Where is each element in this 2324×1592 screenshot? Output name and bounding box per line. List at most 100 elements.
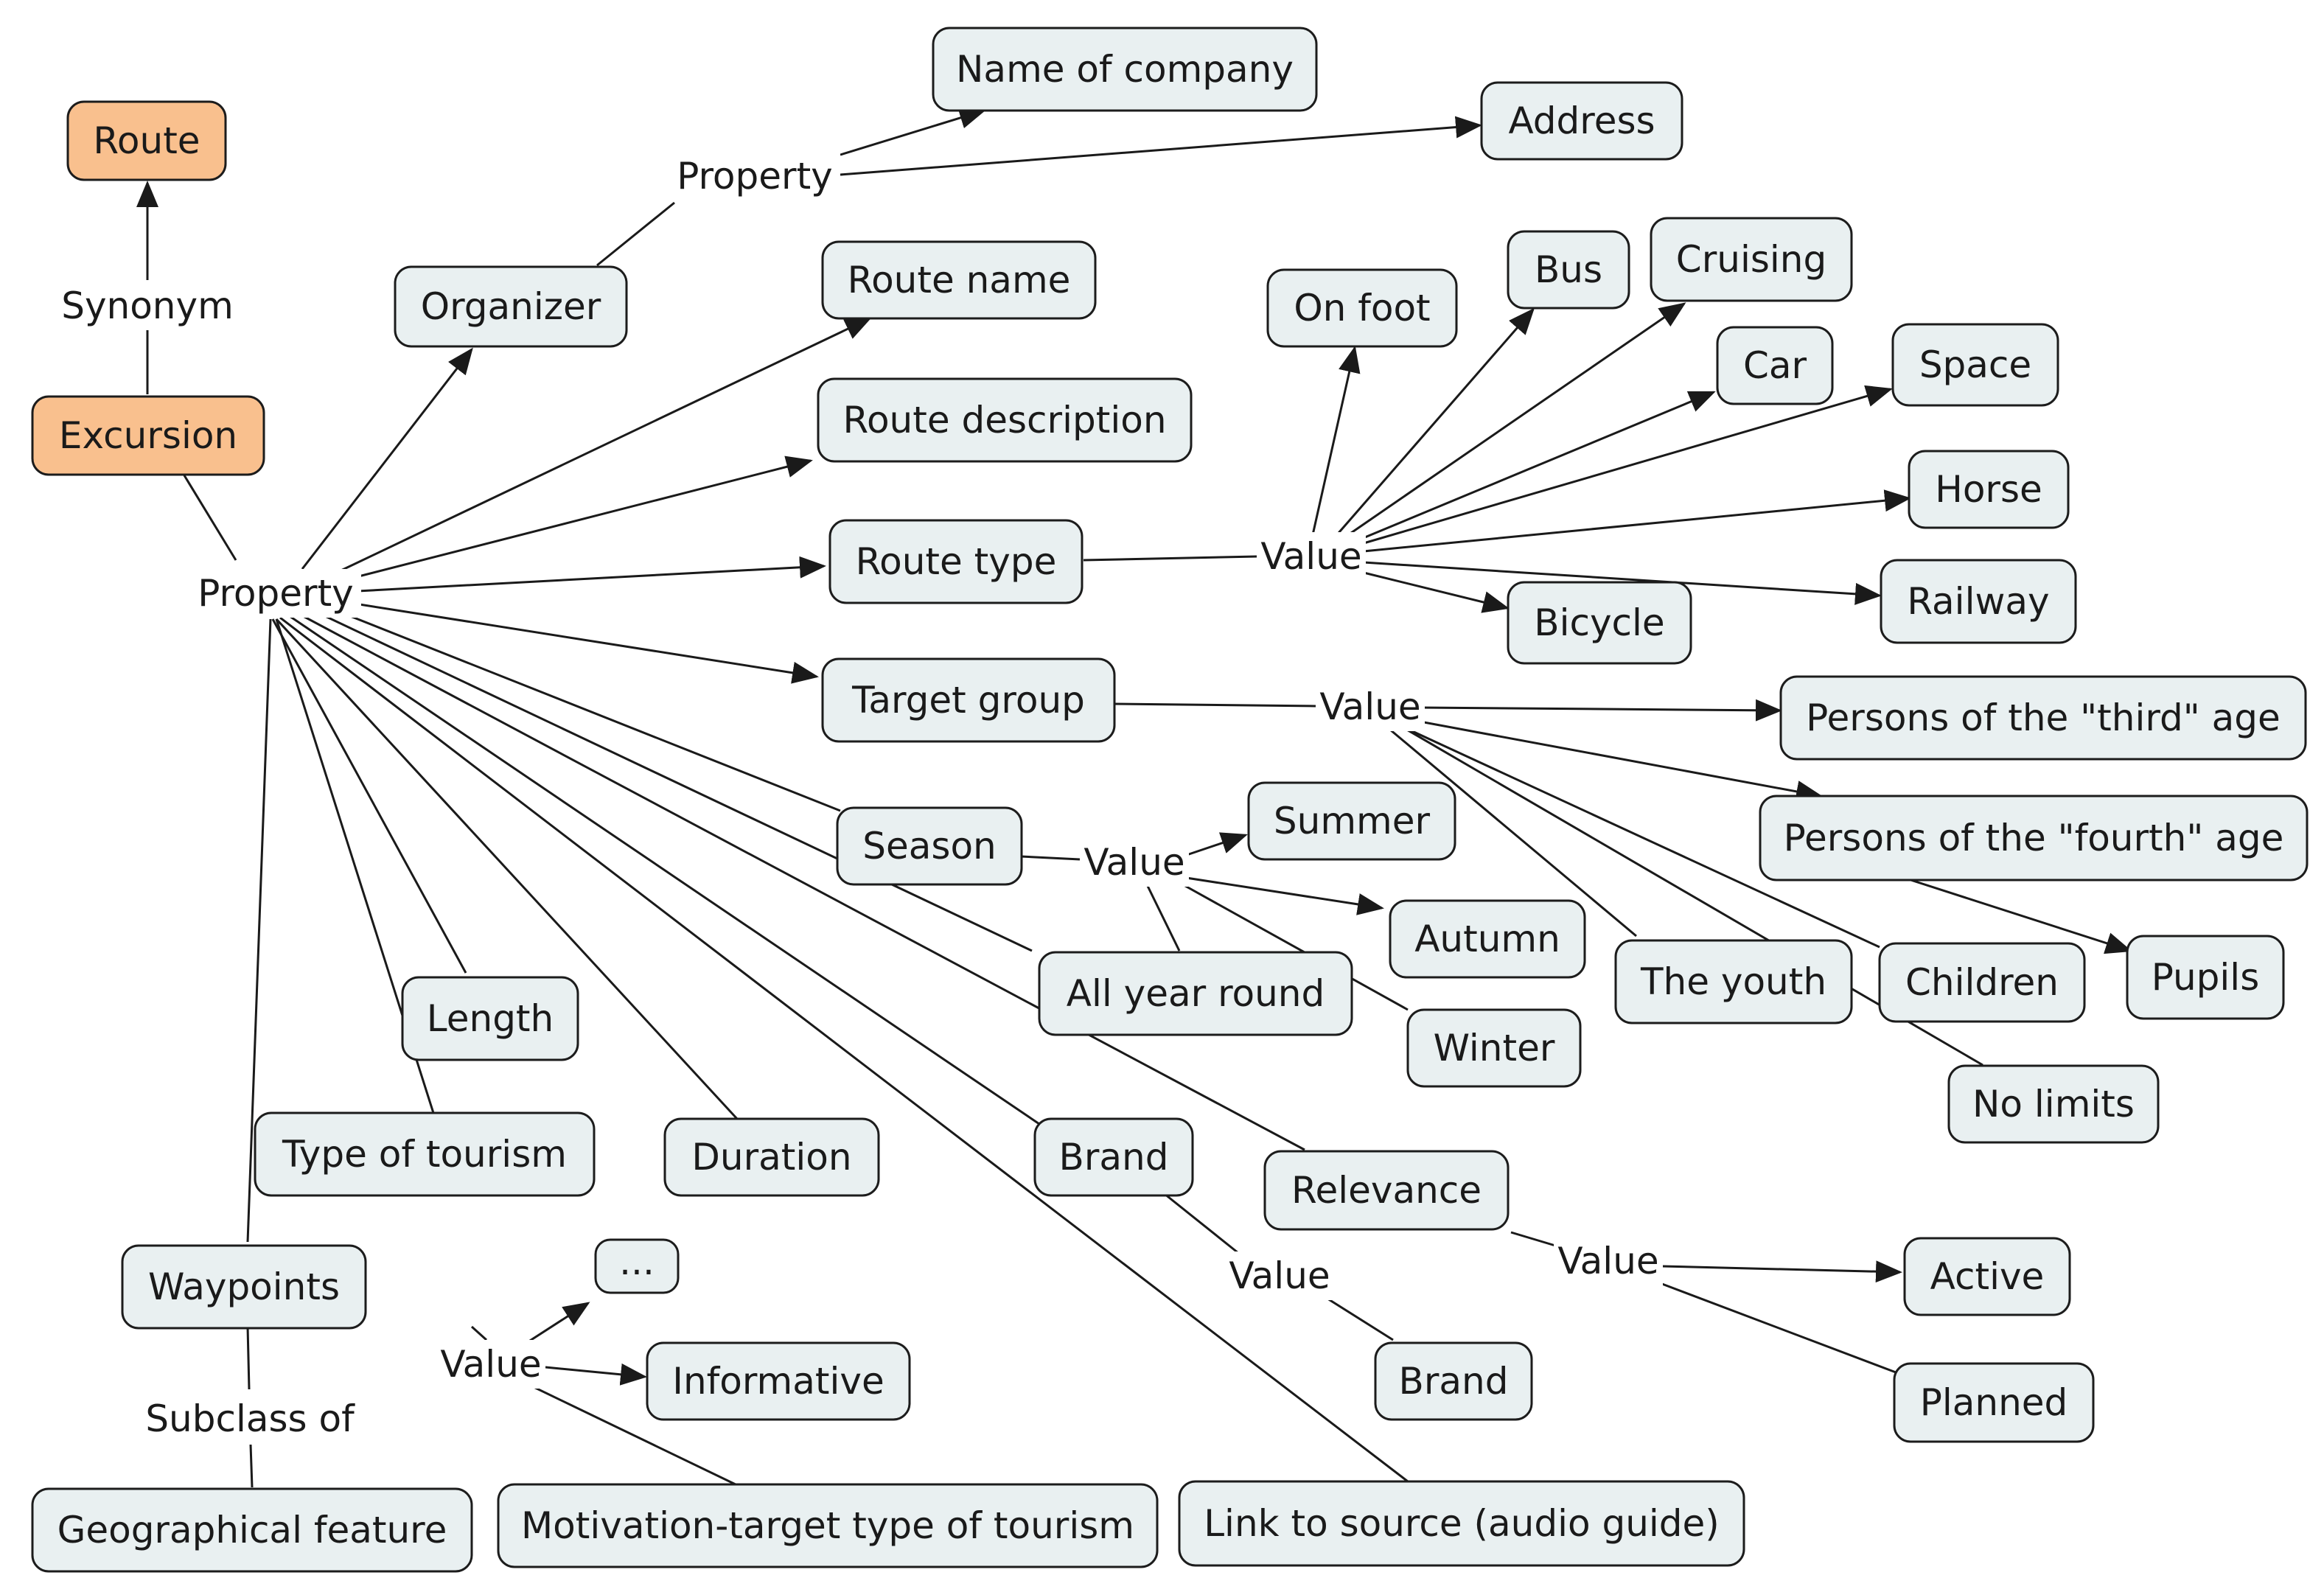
node-third-age[interactable]: Persons of the "third" age bbox=[1779, 675, 2307, 761]
edge-waypoints-subclass bbox=[246, 1326, 251, 1390]
edge-subclass-geo bbox=[249, 1444, 254, 1488]
edge-value-pupils bbox=[1901, 876, 2132, 954]
node-bicycle-label: Bicycle bbox=[1534, 601, 1664, 644]
node-cruising[interactable]: Cruising bbox=[1650, 217, 1853, 302]
node-no-limits[interactable]: No limits bbox=[1947, 1064, 2160, 1144]
node-horse[interactable]: Horse bbox=[1908, 450, 2070, 529]
edge-route-type-value bbox=[1083, 555, 1257, 562]
edge-property-route-description bbox=[349, 455, 813, 580]
label-value-brand-text: Value bbox=[1229, 1254, 1330, 1297]
node-bus[interactable]: Bus bbox=[1507, 230, 1630, 310]
label-property-main-text: Property bbox=[198, 572, 354, 615]
node-season-label: Season bbox=[862, 825, 996, 867]
node-the-youth[interactable]: The youth bbox=[1614, 939, 1853, 1024]
node-address[interactable]: Address bbox=[1480, 81, 1683, 161]
node-car[interactable]: Car bbox=[1716, 326, 1834, 405]
node-pupils[interactable]: Pupils bbox=[2126, 935, 2285, 1020]
node-motivation-target-label: Motivation-target type of tourism bbox=[521, 1504, 1134, 1547]
edges bbox=[136, 107, 2132, 1488]
node-name-of-company[interactable]: Name of company bbox=[932, 27, 1318, 112]
node-brand[interactable]: Brand bbox=[1033, 1117, 1194, 1197]
edge-relevance-value bbox=[1510, 1231, 1556, 1247]
node-season[interactable]: Season bbox=[836, 806, 1023, 886]
node-autumn-label: Autumn bbox=[1414, 918, 1560, 960]
node-no-limits-label: No limits bbox=[1972, 1083, 2135, 1125]
node-type-of-tourism[interactable]: Type of tourism bbox=[254, 1111, 596, 1197]
edge-value-bicycle bbox=[1348, 568, 1510, 613]
edge-property-address bbox=[840, 116, 1482, 176]
edge-excursion-property bbox=[183, 475, 237, 561]
node-address-label: Address bbox=[1508, 100, 1655, 142]
edge-value-third-age bbox=[1418, 699, 1782, 722]
node-brand-value-label: Brand bbox=[1399, 1360, 1509, 1403]
node-summer-label: Summer bbox=[1274, 800, 1431, 842]
node-length-label: Length bbox=[427, 997, 554, 1040]
node-route-type[interactable]: Route type bbox=[828, 519, 1084, 604]
node-on-foot-label: On foot bbox=[1294, 287, 1430, 329]
node-pupils-label: Pupils bbox=[2152, 956, 2260, 999]
edge-value-motivation bbox=[530, 1384, 738, 1487]
node-autumn[interactable]: Autumn bbox=[1389, 899, 1586, 979]
node-excursion[interactable]: Excursion bbox=[31, 395, 265, 476]
node-route[interactable]: Route bbox=[66, 100, 227, 181]
edge-value-the-youth bbox=[1385, 725, 1637, 938]
edge-value-car bbox=[1352, 391, 1716, 544]
edge-property-route-type bbox=[357, 556, 826, 593]
node-geographical-feature[interactable]: Geographical feature bbox=[31, 1487, 473, 1573]
node-target-group-label: Target group bbox=[851, 679, 1085, 722]
node-brand-value[interactable]: Brand bbox=[1374, 1341, 1533, 1421]
label-value-target-group-text: Value bbox=[1319, 685, 1420, 728]
node-relevance[interactable]: Relevance bbox=[1263, 1150, 1510, 1231]
nodes: Route Excursion Organizer Name of compan… bbox=[31, 27, 2309, 1573]
node-all-year-round[interactable]: All year round bbox=[1038, 951, 1353, 1036]
edge-value-cruising bbox=[1341, 302, 1686, 541]
node-planned[interactable]: Planned bbox=[1893, 1362, 2095, 1443]
node-waypoints[interactable]: Waypoints bbox=[121, 1244, 367, 1330]
node-ellipsis[interactable]: ... bbox=[594, 1238, 680, 1294]
edge-value-autumn bbox=[1171, 874, 1384, 915]
node-name-of-company-label: Name of company bbox=[956, 48, 1294, 91]
label-property-organizer-text: Property bbox=[677, 155, 833, 198]
node-car-label: Car bbox=[1743, 344, 1807, 387]
label-value-route-type-text: Value bbox=[1260, 535, 1361, 578]
node-motivation-target[interactable]: Motivation-target type of tourism bbox=[497, 1483, 1159, 1568]
edge-value-winter bbox=[1171, 877, 1409, 1011]
node-length[interactable]: Length bbox=[401, 976, 579, 1061]
edge-property-season bbox=[324, 604, 841, 812]
node-route-type-label: Route type bbox=[856, 540, 1057, 583]
node-children[interactable]: Children bbox=[1878, 942, 2086, 1023]
node-active[interactable]: Active bbox=[1903, 1237, 2071, 1316]
edge-value-children bbox=[1392, 721, 1880, 949]
node-railway[interactable]: Railway bbox=[1880, 559, 2077, 644]
edge-property-brand bbox=[287, 613, 1040, 1125]
edge-value-space bbox=[1355, 385, 1893, 547]
node-link-to-source[interactable]: Link to source (audio guide) bbox=[1178, 1480, 1745, 1567]
node-bus-label: Bus bbox=[1535, 248, 1602, 291]
edge-property-duration bbox=[275, 618, 739, 1120]
node-informative[interactable]: Informative bbox=[646, 1341, 911, 1421]
node-space[interactable]: Space bbox=[1891, 323, 2059, 407]
edge-value-bus bbox=[1333, 307, 1535, 539]
node-duration[interactable]: Duration bbox=[663, 1117, 880, 1197]
edge-property-route-name bbox=[331, 317, 872, 576]
node-cruising-label: Cruising bbox=[1676, 238, 1826, 281]
edge-value-on-foot bbox=[1311, 346, 1361, 539]
node-fourth-age[interactable]: Persons of the "fourth" age bbox=[1759, 795, 2309, 881]
node-type-of-tourism-label: Type of tourism bbox=[282, 1133, 567, 1176]
node-target-group[interactable]: Target group bbox=[821, 657, 1116, 743]
node-planned-label: Planned bbox=[1920, 1381, 2068, 1424]
node-summer[interactable]: Summer bbox=[1247, 781, 1456, 861]
node-winter[interactable]: Winter bbox=[1406, 1008, 1582, 1088]
label-value-brand: Value bbox=[1225, 1251, 1334, 1300]
node-route-name[interactable]: Route name bbox=[821, 240, 1097, 320]
node-route-description[interactable]: Route description bbox=[817, 377, 1193, 463]
node-all-year-round-label: All year round bbox=[1067, 972, 1325, 1015]
edge-property-length bbox=[271, 618, 467, 974]
edge-value-informative bbox=[545, 1363, 647, 1386]
node-duration-label: Duration bbox=[691, 1136, 851, 1179]
node-informative-label: Informative bbox=[672, 1360, 884, 1403]
node-organizer[interactable]: Organizer bbox=[394, 265, 628, 348]
node-on-foot[interactable]: On foot bbox=[1266, 268, 1458, 348]
node-railway-label: Railway bbox=[1907, 580, 2049, 623]
node-bicycle[interactable]: Bicycle bbox=[1507, 581, 1692, 665]
